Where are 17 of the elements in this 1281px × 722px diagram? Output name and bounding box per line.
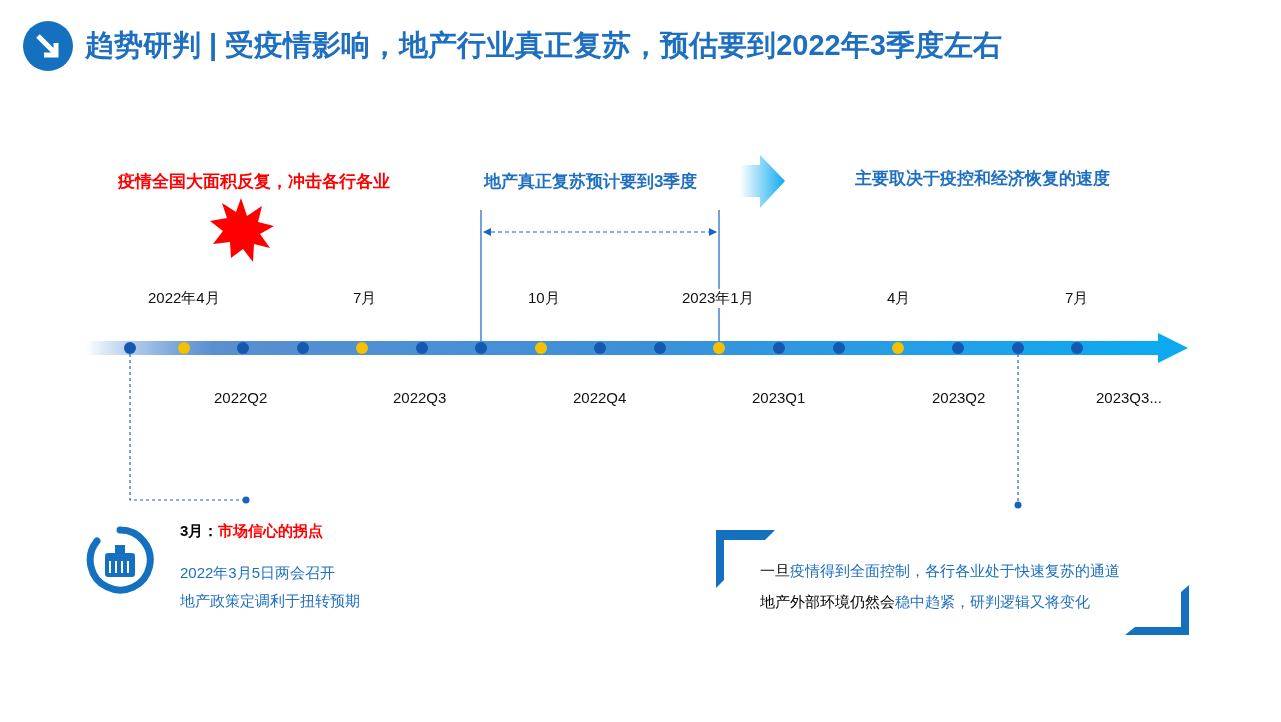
text: 疫情得到全面控制，各行各业处于快速复苏的通道: [790, 562, 1120, 579]
text: 地产政策定调利于扭转预期: [180, 592, 360, 609]
text: 地产外部环境仍然会: [760, 593, 895, 610]
banner-text: 主要取决于疫控和经济恢复的速度: [855, 167, 1110, 190]
banner-text: 地产真正复苏预计要到3季度: [484, 170, 698, 193]
banner-text: 疫情全国大面积反复，冲击各行各业: [118, 170, 390, 193]
text: 2022年3月5日两会召开: [180, 564, 336, 581]
text: 3月：: [180, 522, 219, 539]
month-label: 2023年1月: [682, 289, 754, 308]
month-label: 10月: [528, 289, 560, 308]
text: 稳中趋紧，研判逻辑又将变化: [895, 593, 1090, 610]
text: 一旦: [760, 562, 790, 579]
text: 市场信心的拐点: [218, 522, 324, 539]
month-label: 2022年4月: [148, 289, 220, 308]
title: 趋势研判 | 受疫情影响，地产行业真正复苏，预估要到2022年3季度左右: [85, 28, 1002, 63]
leader-line: [1014, 353, 1022, 509]
leader-line: [129, 353, 250, 504]
